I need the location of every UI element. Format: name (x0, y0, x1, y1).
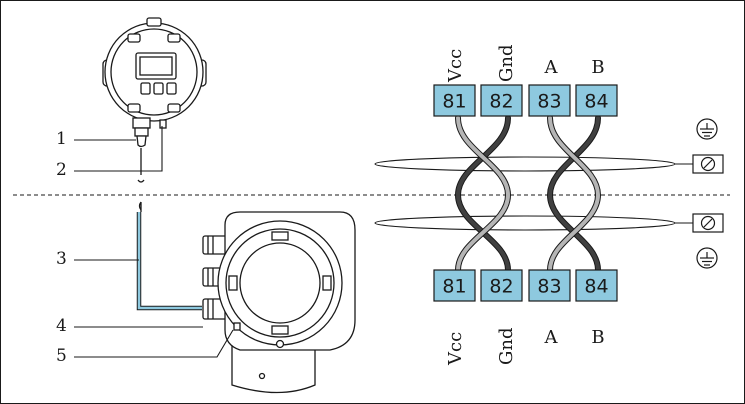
callout-5: 5 (56, 346, 67, 366)
top-terminal-82: 82 (480, 84, 523, 117)
top-terminal-83: 83 (528, 84, 571, 117)
callout-1: 1 (56, 129, 67, 149)
bottom-terminal-82: 82 (480, 269, 523, 302)
top-label-b: B (591, 57, 604, 78)
bottom-label-b: B (591, 327, 604, 348)
bottom-terminal-84: 84 (575, 269, 618, 302)
ground-icon (696, 247, 718, 269)
top-terminal-84: 84 (575, 84, 618, 117)
bottom-terminal-block: 81 82 83 84 (433, 269, 618, 302)
twisted-pair-a-b (546, 115, 602, 273)
bottom-label-a: A (544, 327, 559, 348)
bottom-terminal-labels: Vcc Gnd A B (445, 327, 605, 366)
callout-leaders (74, 126, 234, 358)
bottom-label-gnd: Gnd (496, 328, 517, 366)
top-terminal-82-label: 82 (489, 91, 513, 113)
bottom-label-vcc: Vcc (445, 332, 466, 366)
bottom-terminal-81-label: 81 (442, 276, 466, 298)
connecting-cable (136, 201, 202, 311)
remote-display-device (102, 17, 207, 183)
cable-shield-bottom (374, 215, 676, 231)
top-terminal-labels: Vcc Gnd A B (445, 45, 605, 84)
cable-shield-top (374, 156, 676, 172)
top-label-a: A (544, 57, 559, 78)
top-label-gnd: Gnd (496, 45, 517, 83)
callout-3: 3 (56, 249, 67, 269)
top-label-vcc: Vcc (445, 49, 466, 83)
callout-4: 4 (56, 316, 67, 336)
bottom-terminal-83: 83 (528, 269, 571, 302)
top-terminal-block: 81 82 83 84 (433, 84, 618, 117)
bottom-terminal-81: 81 (433, 269, 476, 302)
bottom-terminal-84-label: 84 (584, 276, 608, 298)
shield-clamp-icon (692, 154, 724, 174)
ground-icon (696, 118, 718, 140)
top-terminal-81-label: 81 (442, 91, 466, 113)
bottom-terminal-83-label: 83 (537, 276, 561, 298)
transmitter-housing (202, 211, 356, 394)
bottom-terminal-82-label: 82 (489, 276, 513, 298)
shield-clamp-icon (692, 213, 724, 233)
top-terminal-81: 81 (433, 84, 476, 117)
callout-2: 2 (56, 160, 67, 180)
twisted-pair-vcc-gnd (454, 115, 512, 273)
top-terminal-84-label: 84 (584, 91, 608, 113)
top-terminal-83-label: 83 (537, 91, 561, 113)
